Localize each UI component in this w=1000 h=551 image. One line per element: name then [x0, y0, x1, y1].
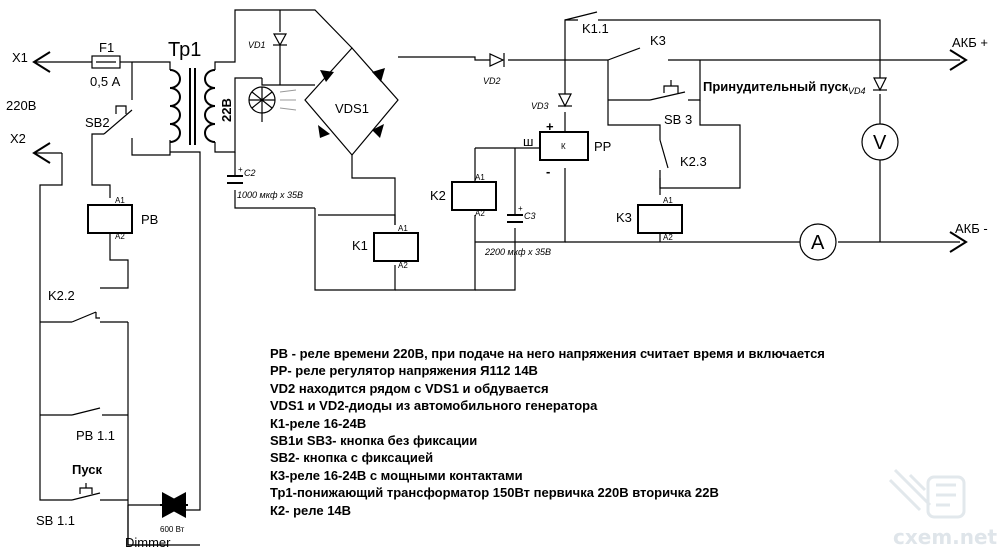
pp-minus: -: [546, 164, 550, 179]
mains-voltage-label: 220В: [6, 98, 36, 113]
ammeter: A: [799, 223, 837, 261]
mains-wiring: [39, 61, 201, 546]
sb2-label: SB2: [85, 115, 110, 130]
time-relay-rv: A1 A2 РВ: [87, 196, 158, 241]
k3-a1: A1: [663, 196, 673, 205]
pp-plus: +: [546, 119, 554, 134]
indicator-lamp: [248, 86, 297, 122]
c2-rating: 1000 мкф х 35В: [237, 190, 303, 200]
x1-label: X1: [12, 50, 28, 65]
vd4-diode: VD4: [848, 77, 887, 96]
note-line: SB1и SB3- кнопка без фиксации: [270, 433, 478, 449]
k22-label: K2.2: [48, 288, 75, 303]
k23-label: K2.3: [680, 154, 707, 169]
note-line: SB2- кнопка с фиксацией: [270, 450, 434, 466]
k3-label: K3: [616, 210, 632, 225]
vd3-label: VD3: [531, 101, 549, 111]
battery-terminals: АКБ + АКБ -: [949, 35, 988, 253]
capacitor-c2: + C2 1000 мкф х 35В: [227, 165, 303, 200]
f1-label: F1: [99, 40, 114, 55]
sb2-button: SB2: [85, 105, 133, 135]
watermark-logo: [888, 468, 966, 519]
relay-k1: A1 A2 K1: [352, 224, 419, 270]
pp-k-label: К: [561, 142, 566, 151]
x2-label: X2: [10, 131, 26, 146]
rv11-contact: РВ 1.1: [71, 407, 115, 443]
k23-contact: K2.3: [659, 139, 707, 169]
dimmer: Dimmer 600 Вт: [125, 492, 188, 550]
pp-sh-label: ш: [523, 134, 533, 149]
rv11-label: РВ 1.1: [76, 428, 115, 443]
k1-a1: A1: [398, 224, 408, 233]
vd2-diode: VD2: [483, 53, 505, 86]
vd2-label: VD2: [483, 76, 501, 86]
vd4-label: VD4: [848, 86, 866, 96]
component-notes: РВ - реле времени 220В, при подаче на не…: [270, 345, 825, 519]
note-line: К3-реле 16-24В с мощными контактами: [270, 467, 523, 483]
k3-switch-label: K3: [650, 33, 666, 48]
sb3-forced-start-button: Принудительный пуск SB 3: [649, 79, 849, 127]
k2-label: K2: [430, 188, 446, 203]
dimmer-label: Dimmer: [125, 535, 171, 550]
pp-label: РР: [594, 139, 611, 154]
c3-rating: 2200 мкф х 35В: [484, 247, 551, 257]
akb-plus-label: АКБ +: [952, 35, 988, 50]
transformer-tr1: Тр1 22В: [168, 39, 234, 145]
voltmeter-label: V: [873, 132, 887, 154]
fuse-f1: F1 0,5 А: [90, 40, 132, 89]
vd1-diode: VD1: [248, 10, 288, 85]
f1-rating: 0,5 А: [90, 74, 121, 89]
k11-label: K1.1: [582, 21, 609, 36]
rv-a1: A1: [115, 196, 125, 205]
c3-plus: +: [518, 204, 523, 213]
capacitor-c3: + C3 2200 мкф х 35В: [484, 204, 551, 257]
note-line: РВ - реле времени 220В, при подаче на не…: [270, 346, 825, 361]
k2-a2: A2: [475, 209, 485, 218]
k3-a2: A2: [663, 233, 673, 242]
start-label: Пуск: [72, 462, 102, 477]
k1-label: K1: [352, 238, 368, 253]
c3-label: C3: [524, 211, 536, 221]
sb11-start-button: Пуск SB 1.1: [36, 462, 102, 528]
relay-k2: A1 A2 K2: [430, 173, 497, 218]
voltmeter: V: [861, 123, 899, 161]
mains-input: X1 220В X2: [6, 50, 92, 164]
watermark-text: cxem.net: [893, 525, 998, 549]
dimmer-power: 600 Вт: [160, 525, 185, 534]
c2-label: C2: [244, 168, 256, 178]
k1-a2: A2: [398, 261, 408, 270]
forced-start-label: Принудительный пуск: [703, 79, 849, 94]
vds1-label: VDS1: [335, 101, 369, 116]
tr1-label: Тр1: [168, 39, 201, 61]
vd3-diode: VD3: [531, 93, 572, 111]
secondary-wiring: [214, 9, 800, 291]
c2-plus: +: [238, 165, 243, 174]
note-line: РР- реле регулятор напряжения Я112 14В: [270, 363, 538, 379]
note-line: VD2 находится рядом с VDS1 и обдувается: [270, 380, 549, 396]
akb-minus-label: АКБ -: [955, 221, 988, 236]
k11-contact: K1.1: [564, 11, 609, 36]
k3-contact: K3: [607, 33, 666, 61]
k22-contact: K2.2: [48, 288, 100, 323]
note-line: К2- реле 14В: [270, 502, 352, 518]
secondary-voltage-label: 22В: [219, 98, 234, 122]
battery-wiring: [598, 19, 960, 243]
sb3-label: SB 3: [664, 112, 692, 127]
voltage-regulator-pp: К + - ш РР: [523, 119, 611, 179]
note-line: Тр1-понижающий трансформатор 150Вт перви…: [270, 485, 719, 501]
ammeter-label: A: [811, 232, 825, 254]
note-line: К1-реле 16-24В: [270, 415, 367, 431]
relay-k3: A1 A2 K3: [616, 196, 683, 242]
note-line: VDS1 и VD2-диоды из автомобильного генер…: [270, 398, 598, 414]
rv-label: РВ: [141, 212, 158, 227]
vds1-bridge: VDS1: [296, 47, 399, 156]
vd1-label: VD1: [248, 40, 266, 50]
k2-a1: A1: [475, 173, 485, 182]
rv-a2: A2: [115, 232, 125, 241]
sb11-label: SB 1.1: [36, 513, 75, 528]
